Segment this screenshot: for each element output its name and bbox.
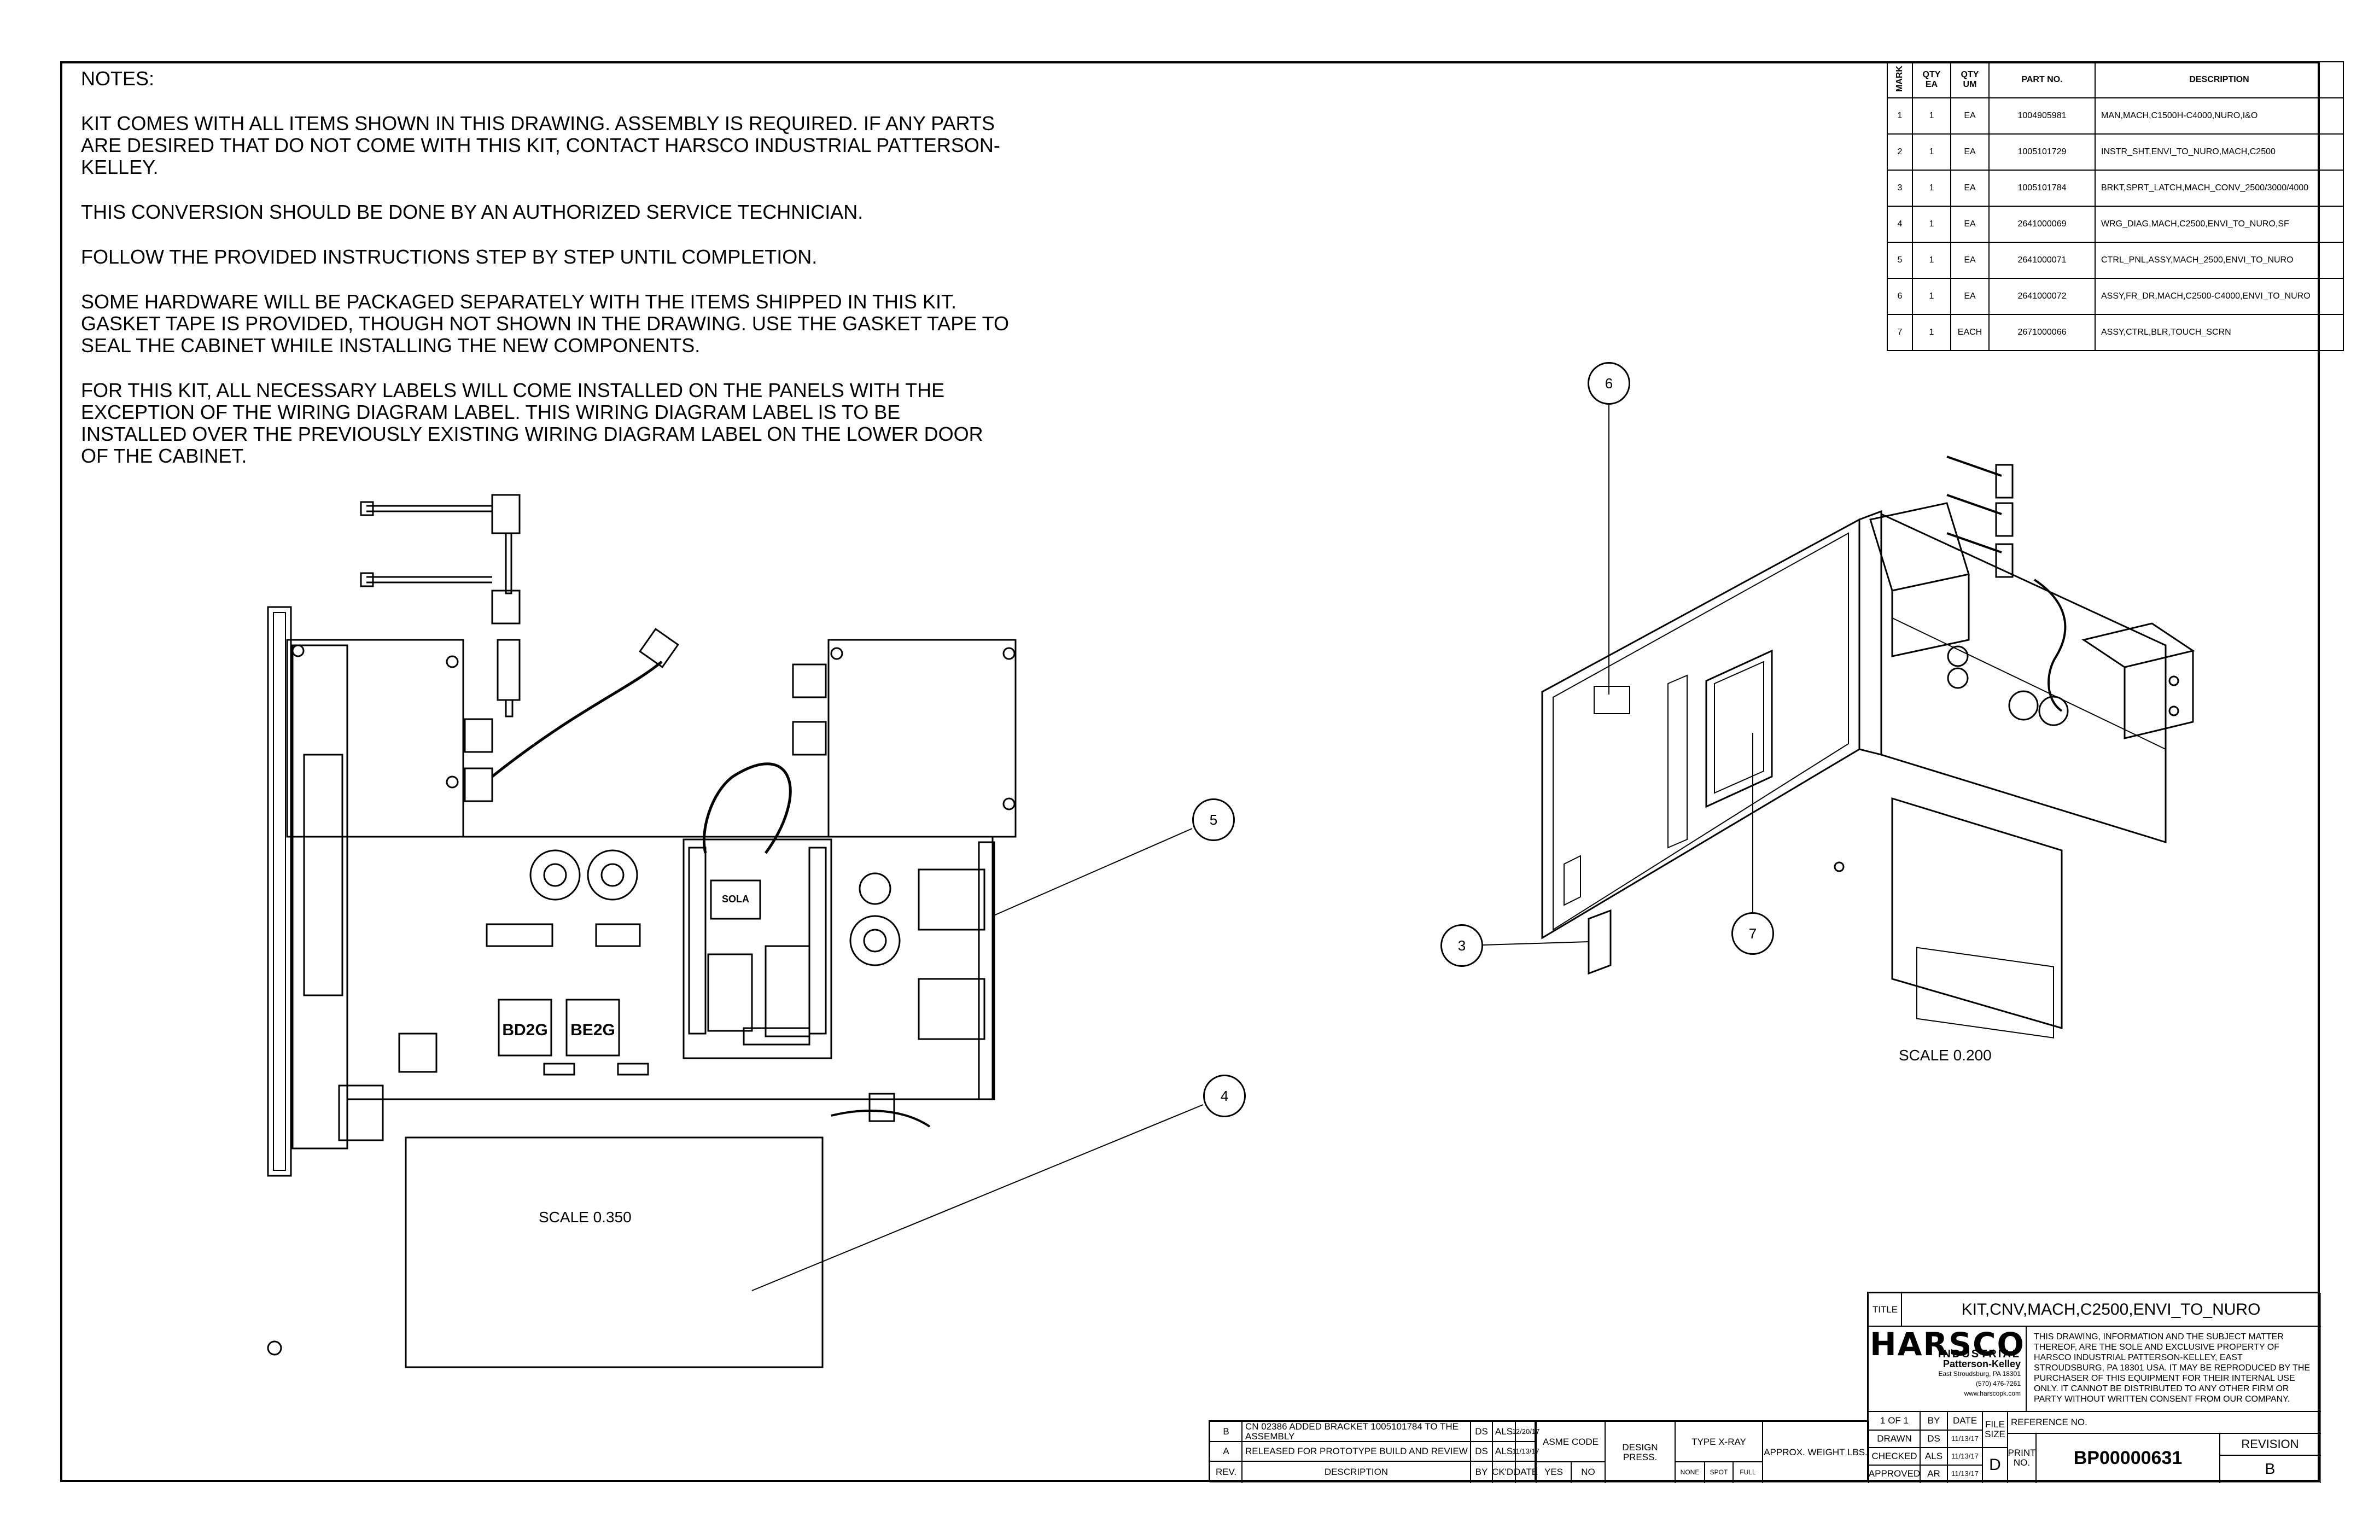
- notes-block: NOTES: KIT COMES WITH ALL ITEMS SHOWN IN…: [81, 68, 1011, 490]
- control-panel-front-view: [267, 494, 1017, 1368]
- bill-of-materials: MARK QTY EA QTY UM PART NO. DESCRIPTION …: [1887, 61, 2344, 351]
- title-block: TITLE KIT,CNV,MACH,C2500,ENVI_TO_NURO HA…: [1867, 1292, 2321, 1483]
- note-item: FOR THIS KIT, ALL NECESSARY LABELS WILL …: [81, 379, 983, 467]
- notes-heading: NOTES:: [81, 67, 155, 90]
- module-label-bd2g: BD2G: [502, 1021, 547, 1039]
- bom-header-part-no: PART NO.: [1988, 61, 2096, 98]
- drawing-title: KIT,CNV,MACH,C2500,ENVI_TO_NURO: [1901, 1293, 2321, 1327]
- spec-block: ASME CODE YES NO DESIGN PRESS. TYPE X-RA…: [1535, 1420, 1869, 1483]
- scale-label-left: SCALE 0.350: [539, 1209, 632, 1226]
- revision-letter: B: [2219, 1455, 2321, 1483]
- cabinet-isometric-view: [1541, 456, 2195, 1039]
- note-item: SOME HARDWARE WILL BE PACKAGED SEPARATEL…: [81, 290, 1009, 357]
- balloon-7: 7: [1731, 912, 1774, 955]
- bom-header-description: DESCRIPTION: [2095, 61, 2344, 98]
- note-item: FOLLOW THE PROVIDED INSTRUCTIONS STEP BY…: [81, 246, 818, 268]
- bom-header-qty-um: QTY UM: [1950, 61, 1990, 98]
- balloon-5: 5: [1192, 798, 1235, 841]
- print-number: BP00000631: [2035, 1433, 2220, 1483]
- note-item: THIS CONVERSION SHOULD BE DONE BY AN AUT…: [81, 201, 864, 223]
- company-logo: HARSCO INDUSTRIAL Patterson-Kelley East …: [1868, 1326, 2027, 1412]
- controller-label-sola: SOLA: [722, 894, 749, 905]
- scale-label-right: SCALE 0.200: [1899, 1047, 1992, 1064]
- balloon-4: 4: [1203, 1075, 1246, 1117]
- module-label-be2g: BE2G: [570, 1021, 615, 1039]
- revision-block: B CN 02386 ADDED BRACKET 1005101784 TO T…: [1209, 1420, 1539, 1483]
- balloon-6: 6: [1588, 362, 1630, 405]
- balloon-3: 3: [1440, 924, 1483, 967]
- title-label: TITLE: [1868, 1293, 1902, 1327]
- note-item: KIT COMES WITH ALL ITEMS SHOWN IN THIS D…: [81, 112, 1000, 178]
- bom-header-mark: MARK: [1887, 61, 1913, 98]
- proprietary-notice: THIS DRAWING, INFORMATION AND THE SUBJEC…: [2026, 1326, 2321, 1412]
- bom-header-qty-ea: QTY EA: [1912, 61, 1951, 98]
- drawing-border: [60, 61, 2320, 1482]
